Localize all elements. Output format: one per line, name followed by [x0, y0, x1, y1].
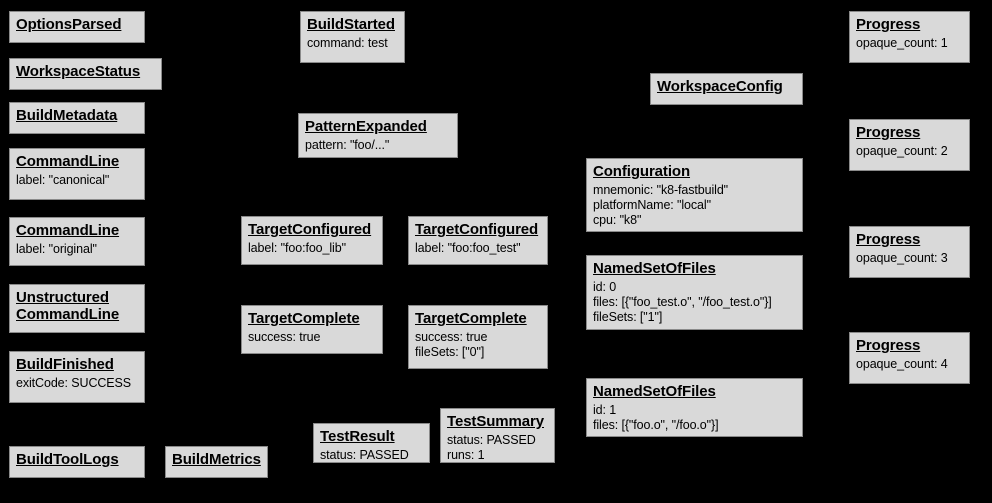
node-fields: opaque_count: 2 — [856, 144, 963, 159]
node-field: pattern: "foo/..." — [305, 137, 390, 152]
node-target-configured-foo-test[interactable]: TargetConfigured label: "foo:foo_test" — [408, 216, 548, 265]
node-progress-2[interactable]: Progress opaque_count: 2 — [849, 119, 970, 171]
node-title: Progress — [856, 337, 921, 354]
node-title: Progress — [856, 231, 921, 248]
node-title: Progress — [856, 124, 921, 141]
node-fields: opaque_count: 1 — [856, 36, 963, 51]
node-build-tool-logs[interactable]: BuildToolLogs — [9, 446, 145, 478]
node-command-line-original[interactable]: CommandLine label: "original" — [9, 217, 145, 266]
node-fields: label: "canonical" — [16, 173, 138, 188]
node-title: TargetConfigured — [415, 221, 539, 238]
node-field: label: "foo:foo_lib" — [248, 240, 346, 255]
node-title: BuildToolLogs — [16, 451, 119, 468]
node-fields: label: "foo:foo_test" — [415, 241, 541, 256]
node-fields: label: "foo:foo_lib" — [248, 241, 376, 256]
node-fields: opaque_count: 3 — [856, 251, 963, 266]
node-progress-1[interactable]: Progress opaque_count: 1 — [849, 11, 970, 63]
node-field: id: 1 — [593, 402, 617, 417]
node-field: fileSets: ["0"] — [415, 344, 485, 359]
node-title: PatternExpanded — [305, 118, 427, 135]
node-title: NamedSetOfFiles — [593, 260, 716, 277]
node-title: CommandLine — [16, 222, 120, 239]
node-field: files: [{"foo.o", "/foo.o"}] — [593, 417, 719, 432]
node-workspace-config[interactable]: WorkspaceConfig — [650, 73, 803, 105]
node-title: BuildMetadata — [16, 107, 118, 124]
node-title: OptionsParsed — [16, 16, 122, 33]
node-field: command: test — [307, 35, 388, 50]
node-build-started[interactable]: BuildStarted command: test — [300, 11, 405, 63]
node-progress-4[interactable]: Progress opaque_count: 4 — [849, 332, 970, 384]
node-field: cpu: "k8" — [593, 212, 642, 227]
node-title: CommandLine — [16, 153, 120, 170]
node-fields: pattern: "foo/..." — [305, 138, 451, 153]
node-title: TargetConfigured — [248, 221, 372, 238]
node-field: mnemonic: "k8-fastbuild" — [593, 182, 729, 197]
node-field: success: true — [248, 329, 321, 344]
node-field: id: 0 — [593, 279, 617, 294]
node-fields: label: "original" — [16, 242, 138, 257]
node-configuration[interactable]: Configuration mnemonic: "k8-fastbuild"pla… — [586, 158, 803, 232]
node-field: label: "foo:foo_test" — [415, 240, 521, 255]
node-fields: status: PASSED — [320, 448, 423, 463]
node-build-metadata[interactable]: BuildMetadata — [9, 102, 145, 134]
node-field: success: true — [415, 329, 488, 344]
node-title: TargetComplete — [248, 310, 360, 327]
node-field: opaque_count: 2 — [856, 143, 948, 158]
node-fields: command: test — [307, 36, 398, 51]
node-title: Unstructured CommandLine — [16, 289, 120, 324]
node-field: runs: 1 — [447, 447, 485, 462]
node-workspace-status[interactable]: WorkspaceStatus — [9, 58, 162, 90]
node-field: opaque_count: 1 — [856, 35, 948, 50]
node-field: opaque_count: 3 — [856, 250, 948, 265]
node-fields: opaque_count: 4 — [856, 357, 963, 372]
node-field: status: PASSED — [320, 447, 409, 462]
node-field: label: "original" — [16, 241, 97, 256]
node-title: TestSummary — [447, 413, 544, 430]
node-title: WorkspaceStatus — [16, 63, 141, 80]
node-unstructured-command-line[interactable]: Unstructured CommandLine — [9, 284, 145, 333]
node-title: Progress — [856, 16, 921, 33]
node-title: BuildMetrics — [172, 451, 261, 468]
node-field: status: PASSED — [447, 432, 536, 447]
node-pattern-expanded[interactable]: PatternExpanded pattern: "foo/..." — [298, 113, 458, 158]
node-test-result[interactable]: TestResult status: PASSED — [313, 423, 430, 463]
node-fields: exitCode: SUCCESS — [16, 376, 138, 391]
node-field: fileSets: ["1"] — [593, 309, 663, 324]
node-fields: mnemonic: "k8-fastbuild"platformName: "l… — [593, 183, 796, 228]
node-title: TestResult — [320, 428, 395, 445]
node-title: TargetComplete — [415, 310, 527, 327]
node-build-finished[interactable]: BuildFinished exitCode: SUCCESS — [9, 351, 145, 403]
node-build-metrics[interactable]: BuildMetrics — [165, 446, 268, 478]
node-field: opaque_count: 4 — [856, 356, 948, 371]
node-target-complete-lib[interactable]: TargetComplete success: true — [241, 305, 383, 354]
node-title: WorkspaceConfig — [657, 78, 783, 95]
node-field: platformName: "local" — [593, 197, 711, 212]
node-field: exitCode: SUCCESS — [16, 375, 132, 390]
node-field: files: [{"foo_test.o", "/foo_test.o"}] — [593, 294, 772, 309]
node-title: Configuration — [593, 163, 691, 180]
node-command-line-canonical[interactable]: CommandLine label: "canonical" — [9, 148, 145, 200]
node-title: BuildStarted — [307, 16, 395, 33]
node-options-parsed[interactable]: OptionsParsed — [9, 11, 145, 43]
node-title: BuildFinished — [16, 356, 114, 373]
node-field: label: "canonical" — [16, 172, 110, 187]
node-fields: success: true — [248, 330, 376, 345]
node-target-configured-foo-lib[interactable]: TargetConfigured label: "foo:foo_lib" — [241, 216, 383, 265]
node-progress-3[interactable]: Progress opaque_count: 3 — [849, 226, 970, 278]
node-title: NamedSetOfFiles — [593, 383, 716, 400]
